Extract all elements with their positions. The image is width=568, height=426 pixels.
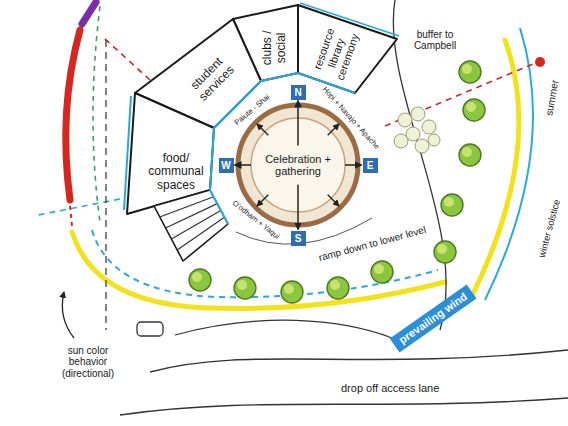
direction-arrow — [328, 195, 339, 206]
room-wedge: food/ communal spaces — [144, 151, 208, 194]
sun-point — [535, 57, 545, 67]
tree-row — [189, 61, 485, 303]
stair-outline — [154, 190, 228, 261]
sun-arc — [70, 206, 72, 226]
wind-band: prevailing wind — [390, 284, 477, 352]
direction-arrow — [328, 124, 339, 135]
room-wedge: student services — [180, 46, 245, 111]
tree — [434, 241, 456, 263]
shrub — [398, 113, 412, 127]
tree — [437, 244, 447, 254]
sun-arc — [82, 2, 96, 24]
shrub — [428, 134, 440, 146]
gathering-circle: Celebration + gathering — [252, 147, 344, 184]
lane-edge — [175, 320, 392, 338]
annotation-label: drop off access lane — [340, 382, 440, 395]
room-outline — [298, 5, 397, 93]
wind-label: prevailing wind — [397, 290, 470, 346]
circle-title: Celebration + gathering — [260, 153, 336, 178]
road-edge — [120, 398, 568, 415]
room-outline — [127, 93, 214, 214]
site-boundary — [105, 40, 106, 330]
room-name: clubs / social — [261, 25, 289, 71]
compass-letter: W — [219, 158, 234, 173]
room-wedge: resource library ceremony — [307, 18, 364, 88]
shrub — [411, 107, 425, 121]
tree — [327, 277, 349, 299]
tree — [459, 144, 481, 166]
room-wedge: clubs / social — [260, 24, 290, 72]
annotation-label: sun color behavior (directional) — [51, 345, 125, 380]
gathering-ring — [251, 118, 345, 212]
tree — [281, 281, 303, 303]
tree — [466, 102, 476, 112]
stair-hatch — [160, 197, 225, 250]
compass-letter: S — [291, 231, 306, 246]
sun-ray — [38, 199, 120, 215]
direction-arrow — [235, 164, 252, 166]
road-edge — [150, 350, 568, 372]
shrub-cluster — [394, 107, 440, 153]
sun-ray — [385, 64, 533, 126]
sun-arc — [93, 6, 100, 222]
compass-badge: W — [219, 158, 234, 173]
direction-arrow — [297, 101, 299, 146]
tree — [237, 280, 247, 290]
tree — [189, 269, 211, 291]
direction-arrow — [257, 124, 268, 135]
tree — [459, 61, 481, 83]
direction-arrow — [257, 195, 268, 206]
compass-letter: N — [291, 85, 306, 100]
annotation-label: O'odham + Yaqui — [229, 198, 281, 241]
sun-ray — [104, 38, 150, 80]
direction-arrow — [297, 185, 299, 230]
sun-arc — [470, 40, 519, 300]
room-name: student services — [181, 48, 243, 110]
tree — [371, 261, 393, 283]
gathering-ring — [238, 105, 358, 225]
annotation-label: buffer to Campbell — [403, 29, 467, 52]
sun-arc — [66, 30, 80, 200]
sun-arc — [485, 28, 533, 300]
tree — [234, 277, 256, 299]
tree — [374, 264, 384, 274]
leader-arrow — [62, 292, 74, 338]
compass-badge: S — [291, 231, 306, 246]
shrub — [415, 139, 429, 153]
shrub — [422, 120, 436, 134]
tree — [462, 147, 472, 157]
tree — [284, 284, 294, 294]
room-outline — [233, 5, 298, 81]
tree — [444, 197, 454, 207]
accent-line — [124, 96, 131, 210]
compass-letter: E — [363, 158, 378, 173]
shrub — [406, 127, 420, 141]
room-name: resource library ceremony — [309, 19, 364, 86]
direction-arrow — [345, 164, 362, 166]
room-name: food/ communal spaces — [145, 152, 207, 193]
annotation-label: summer — [543, 78, 561, 118]
annotation-label: ramp down to lower level — [316, 224, 428, 264]
tree — [463, 99, 485, 121]
shrub — [394, 134, 408, 148]
annotation-label: Hopi + Navajo + Apache — [319, 84, 381, 151]
car — [137, 322, 163, 336]
annotation-label: winter solstice — [537, 197, 564, 259]
compass-badge: E — [363, 158, 378, 173]
tree — [330, 280, 340, 290]
tree — [441, 194, 463, 216]
compass-badge: N — [291, 85, 306, 100]
tree — [462, 64, 472, 74]
tree — [192, 272, 202, 282]
annotation-label: Paiute - Shai — [232, 92, 272, 128]
accent-line — [300, 3, 399, 36]
